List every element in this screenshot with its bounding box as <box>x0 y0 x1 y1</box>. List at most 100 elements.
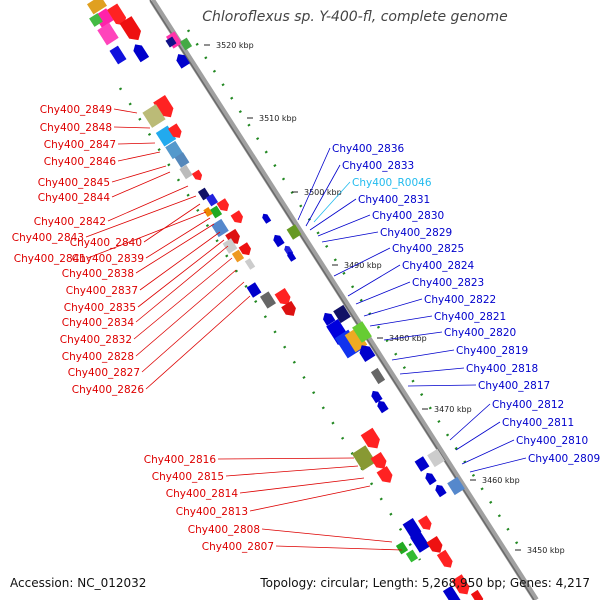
gene-feature[interactable] <box>153 95 174 118</box>
gene-label-left[interactable]: Chy400_2849 <box>40 104 112 116</box>
gene-label-left[interactable]: Chy400_2813 <box>176 506 248 518</box>
gene-feature[interactable] <box>286 224 302 240</box>
gene-feature[interactable] <box>179 37 193 51</box>
gene-feature[interactable] <box>168 123 182 138</box>
gene-label-left[interactable]: Chy400_2832 <box>60 334 132 346</box>
gene-feature[interactable] <box>281 300 296 316</box>
gene-feature[interactable] <box>231 249 245 263</box>
gene-label-left[interactable]: Chy400_2827 <box>68 367 140 379</box>
gene-label-right[interactable]: Chy400_2811 <box>502 417 574 429</box>
gene-feature[interactable] <box>107 3 127 26</box>
gene-label-right[interactable]: Chy400_2836 <box>332 143 405 155</box>
gene-feature[interactable] <box>287 251 297 262</box>
gene-label-left[interactable]: Chy400_2838 <box>62 268 134 280</box>
gene-feature[interactable] <box>323 312 336 326</box>
gene-feature[interactable] <box>436 549 453 568</box>
gene-feature[interactable] <box>165 140 183 160</box>
gene-feature[interactable] <box>205 193 219 207</box>
gene-feature[interactable] <box>377 400 389 414</box>
gene-feature[interactable] <box>230 210 243 224</box>
gene-feature[interactable] <box>351 445 377 471</box>
gene-feature[interactable] <box>359 345 376 362</box>
gene-label-left[interactable]: Chy400_2808 <box>188 524 260 536</box>
gene-label-right[interactable]: Chy400_2809 <box>528 453 600 465</box>
gene-label-left[interactable]: Chy400_2840 <box>70 237 142 249</box>
gene-feature[interactable] <box>97 22 119 46</box>
gene-feature[interactable] <box>360 427 380 449</box>
gene-label-right[interactable]: Chy400_2821 <box>434 311 506 323</box>
gene-feature[interactable] <box>395 541 409 555</box>
gene-label-right[interactable]: Chy400_2818 <box>466 363 538 375</box>
gene-feature[interactable] <box>371 390 383 404</box>
gene-feature[interactable] <box>425 472 437 486</box>
gene-label-left[interactable]: Chy400_2839 <box>72 253 144 265</box>
gene-feature[interactable] <box>447 476 465 496</box>
gene-label-right[interactable]: Chy400_2831 <box>358 194 430 206</box>
gene-label-right[interactable]: Chy400_2829 <box>380 227 452 239</box>
gene-feature[interactable] <box>179 164 193 180</box>
gene-feature[interactable] <box>405 549 419 563</box>
gene-feature[interactable] <box>414 456 430 472</box>
gene-feature[interactable] <box>274 288 291 305</box>
gene-label-right[interactable]: Chy400_2833 <box>342 160 414 172</box>
gene-feature[interactable] <box>216 198 229 212</box>
gene-label-right[interactable]: Chy400_2825 <box>392 243 464 255</box>
gene-label-right[interactable]: Chy400_2822 <box>424 294 496 306</box>
gene-feature[interactable] <box>244 258 256 270</box>
gene-label-left[interactable]: Chy400_2847 <box>44 139 116 151</box>
gene-feature[interactable] <box>260 291 276 309</box>
gene-feature[interactable] <box>222 238 238 254</box>
gene-label-right[interactable]: Chy400_2824 <box>402 260 475 272</box>
gene-label-right[interactable]: Chy400_2830 <box>372 210 444 222</box>
gene-label-left[interactable]: Chy400_2842 <box>34 216 106 228</box>
gene-feature[interactable] <box>470 589 484 604</box>
gene-label-left[interactable]: Chy400_2844 <box>38 192 111 204</box>
gene-feature[interactable] <box>87 0 107 15</box>
gene-label-left[interactable]: Chy400_2815 <box>152 471 224 483</box>
gene-feature[interactable] <box>119 16 141 41</box>
gene-feature[interactable] <box>352 321 372 343</box>
gene-label-left[interactable]: Chy400_2816 <box>144 454 217 466</box>
gene-label-left[interactable]: Chy400_2826 <box>72 384 145 396</box>
gene-feature[interactable] <box>262 213 272 224</box>
gene-feature[interactable] <box>203 207 213 217</box>
gene-feature[interactable] <box>435 484 447 498</box>
gene-label-left[interactable]: Chy400_2835 <box>64 302 136 314</box>
gene-feature[interactable] <box>133 44 150 63</box>
gene-label-right[interactable]: Chy400_2810 <box>516 435 588 447</box>
gene-feature[interactable] <box>451 574 470 595</box>
gene-feature[interactable] <box>427 448 445 468</box>
gene-feature[interactable] <box>418 515 432 530</box>
gene-feature[interactable] <box>370 367 386 385</box>
gene-feature[interactable] <box>334 329 362 359</box>
gene-label-left[interactable]: Chy400_2834 <box>62 317 135 329</box>
gene-feature[interactable] <box>142 104 166 128</box>
gene-feature[interactable] <box>109 45 127 65</box>
gene-label-left[interactable]: Chy400_2845 <box>38 177 110 189</box>
gene-feature[interactable] <box>211 218 229 238</box>
gene-feature[interactable] <box>89 13 103 27</box>
gene-feature[interactable] <box>238 242 251 256</box>
gene-label-right[interactable]: Chy400_2820 <box>444 327 516 339</box>
gene-feature[interactable] <box>246 282 262 298</box>
gene-feature[interactable] <box>333 304 351 324</box>
gene-label-left[interactable]: Chy400_2807 <box>202 541 274 553</box>
gene-feature[interactable] <box>376 466 393 483</box>
gene-feature[interactable] <box>370 452 387 469</box>
gene-label-right[interactable]: Chy400_2819 <box>456 345 528 357</box>
gene-feature[interactable] <box>176 54 190 69</box>
gene-label-left[interactable]: Chy400_2828 <box>62 351 134 363</box>
gene-feature[interactable] <box>165 36 177 48</box>
gene-feature[interactable] <box>442 585 462 604</box>
gene-feature[interactable] <box>191 169 203 181</box>
gene-label-left[interactable]: Chy400_2848 <box>40 122 112 134</box>
gene-label-left[interactable]: Chy400_2841 <box>14 253 86 265</box>
gene-feature[interactable] <box>426 536 443 553</box>
gene-feature[interactable] <box>273 234 285 248</box>
gene-label-right[interactable]: Chy400_R0046 <box>352 177 432 189</box>
gene-label-left[interactable]: Chy400_2837 <box>66 285 138 297</box>
gene-label-right[interactable]: Chy400_2817 <box>478 380 550 392</box>
gene-feature[interactable] <box>209 205 223 219</box>
